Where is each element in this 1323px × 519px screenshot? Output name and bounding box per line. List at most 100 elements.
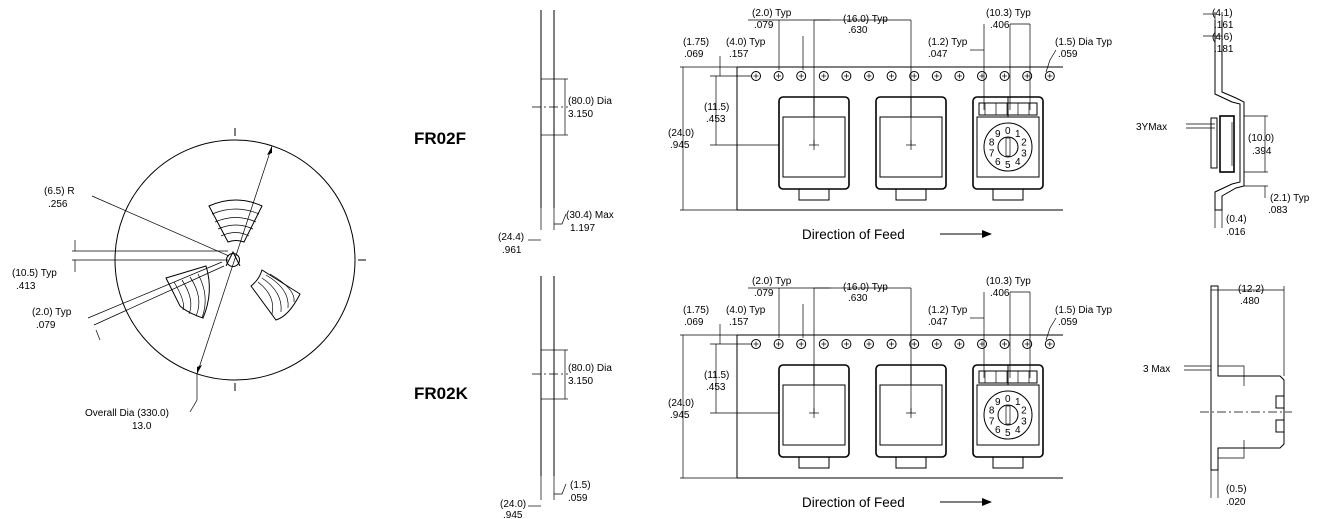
fr02f-hole-dia-in: .059 xyxy=(1058,49,1078,60)
dim-hole-leader xyxy=(1045,317,1057,341)
dial-digit: 7 xyxy=(989,148,995,159)
profile-view-fr02k: (12.2) .480 3 Max (0.5) .020 xyxy=(1143,284,1292,508)
fr02k-tape-width-mm: (24.0) xyxy=(668,398,694,409)
hub-radius-mm: (6.5) R xyxy=(44,186,75,197)
feed-arrow-head xyxy=(982,498,992,506)
spoke-width-in: .079 xyxy=(36,320,56,331)
spoke-leader-c xyxy=(95,329,101,341)
sprocket-hole xyxy=(977,71,987,81)
rotary-slot xyxy=(1005,405,1011,425)
fr02f-profile-max: 3YMax xyxy=(1136,122,1167,133)
fr02f-profile-a-in: .161 xyxy=(1214,20,1234,31)
pocket-tab xyxy=(895,457,927,469)
fr02f-edge-mm: (1.75) xyxy=(683,37,709,48)
fr02f-profile-base-mm: (0.4) xyxy=(1226,214,1247,225)
dial-digit: 3 xyxy=(1021,148,1027,159)
dial-digit: 5 xyxy=(1005,160,1011,171)
fr02f-gap-mm: (1.2) Typ xyxy=(928,37,968,48)
fr02f-profile-lip-in: .083 xyxy=(1268,205,1288,216)
fr02f-tape-width-mm: (24.0) xyxy=(668,128,694,139)
fr02f-sprocket-pitch-in: .157 xyxy=(729,49,749,60)
sprocket-hole xyxy=(1044,339,1055,349)
fr02f-pocket-w-mm: (10.3) Typ xyxy=(986,8,1031,19)
hub-radius-leader xyxy=(91,195,230,257)
variant-label-fr02f: FR02F xyxy=(414,129,466,148)
dial-digit: 2 xyxy=(1021,138,1027,149)
pocket-tab xyxy=(992,189,1024,201)
fr02f-pocket-pitch-in: .630 xyxy=(848,25,868,36)
fr02f-hub-dia-mm: (80.0) Dia xyxy=(568,96,612,107)
sprocket-hole xyxy=(773,71,784,81)
profile-view-fr02f: (4.1) .161 (4.6) .181 3YMax (10.0) .394 … xyxy=(1136,8,1310,238)
sprocket-hole xyxy=(1022,339,1033,349)
rotary-knob xyxy=(997,404,1019,426)
sprocket-hole xyxy=(909,71,920,81)
dial-digit: 1 xyxy=(1015,397,1021,408)
fr02f-tape-width-mm: (24.4) xyxy=(498,232,524,243)
fr02k-profile-max: 3 Max xyxy=(1143,364,1170,375)
dial-digit: 2 xyxy=(1021,406,1027,417)
fr02k-hole-pitch-in: .079 xyxy=(754,288,774,299)
fr02f-pocket-offset-mm: (11.5) xyxy=(704,102,729,113)
pocket-tab xyxy=(798,457,830,469)
pocket-tab xyxy=(798,189,830,201)
tape-dims-fr02f: (2.0) Typ .079 (16.0) Typ .630 (1.75) .0… xyxy=(668,8,1112,242)
fr02k-hub-dia-mm: (80.0) Dia xyxy=(568,363,612,374)
spoke-leader-a xyxy=(87,261,223,319)
sprocket-hole xyxy=(841,339,852,349)
fr02k-sprocket-pitch-mm: (4.0) Typ xyxy=(726,305,766,316)
fr02f-gap-in: .047 xyxy=(928,49,948,60)
sprocket-hole xyxy=(931,71,942,81)
sprocket-hole xyxy=(818,339,829,349)
fr02f-tape-width-in: .945 xyxy=(670,140,690,151)
dial-digit: 4 xyxy=(1015,425,1021,436)
fr02k-edge-mm: (1.75) xyxy=(683,305,709,316)
sprocket-hole xyxy=(999,339,1010,349)
reel-side-view-fr02k: (80.0) Dia 3.150 (1.5) .059 (24.0) .945 xyxy=(500,276,612,519)
variant-label-fr02k: FR02K xyxy=(414,384,469,403)
pocket-tab xyxy=(992,457,1024,469)
reel-front-view: (6.5) R .256 (10.5) Typ .413 (2.0) Typ .… xyxy=(12,128,366,432)
dial-digit: 8 xyxy=(989,138,995,149)
overall-dia-leader xyxy=(189,374,198,413)
reel-window-right xyxy=(250,269,301,321)
dial-digit: 9 xyxy=(995,397,1001,408)
sprocket-hole xyxy=(1044,71,1055,81)
fr02k-gap-in: .047 xyxy=(928,317,948,328)
sprocket-hole xyxy=(1022,71,1033,81)
spoke-width-mm: (2.0) Typ xyxy=(32,307,72,318)
dial-digit: 0 xyxy=(1005,126,1011,137)
fr02k-tape-width-in: .945 xyxy=(503,510,523,519)
dial-digit: 8 xyxy=(989,406,995,417)
sprocket-hole xyxy=(773,339,784,349)
dial-digit: 3 xyxy=(1021,416,1027,427)
sprocket-hole xyxy=(841,71,852,81)
fr02f-profile-base-in: .016 xyxy=(1226,227,1246,238)
feed-arrow-head xyxy=(982,230,992,238)
dial-digit: 7 xyxy=(989,416,995,427)
sprocket-hole xyxy=(999,71,1010,81)
dim-hole-leader xyxy=(1045,49,1057,73)
reel-side-view-fr02f: (80.0) Dia 3.150 (30.4) Max 1.197 (24.4)… xyxy=(498,10,614,256)
reel-window-left xyxy=(165,265,210,319)
fr02k-hub-dia-in: 3.150 xyxy=(568,376,593,387)
reel-window-top xyxy=(208,199,263,243)
pocket-tab xyxy=(895,189,927,201)
fr02k-profile-width-in: .480 xyxy=(1240,296,1260,307)
rotary-slot xyxy=(1005,137,1011,157)
sprocket-hole xyxy=(864,71,874,81)
fr02k-pocket-offset-in: .453 xyxy=(706,382,726,393)
fr02f-pocket-offset-in: .453 xyxy=(706,114,726,125)
rotary-dial xyxy=(983,390,1033,440)
fr02f-profile-lip-mm: (2.1) Typ xyxy=(1270,193,1310,204)
fr02f-profile-a-mm: (4.1) xyxy=(1212,8,1233,19)
sprocket-hole xyxy=(954,71,965,81)
fr02f-profile-b-mm: (4.6) xyxy=(1212,32,1233,43)
fr02k-pocket-pitch-in: .630 xyxy=(848,293,868,304)
overall-dia-arrow-bottom xyxy=(197,365,202,374)
sprocket-hole xyxy=(818,71,829,81)
fr02k-hole-pitch-mm: (2.0) Typ xyxy=(752,276,792,287)
fr02k-max-width-mm: (1.5) xyxy=(570,480,591,491)
